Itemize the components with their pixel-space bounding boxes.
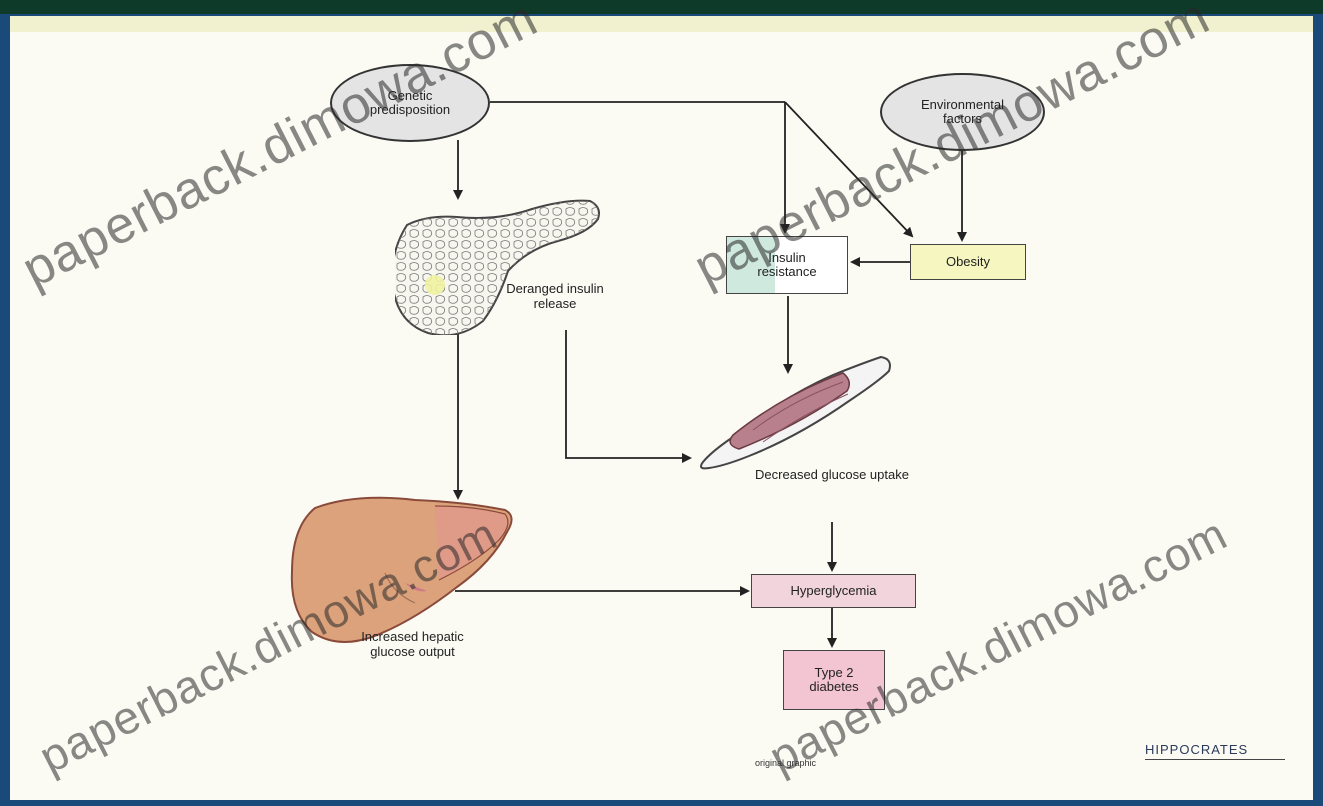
publisher-logo-text: HIPPOCRATES xyxy=(1145,742,1295,757)
pancreas-illustration xyxy=(395,195,610,335)
arrow-insulin-release-to-muscle xyxy=(566,330,690,458)
obesity-node: Obesity xyxy=(910,244,1026,280)
muscle-illustration xyxy=(693,350,893,475)
deranged-insulin-release-label: Deranged insulin release xyxy=(490,282,620,312)
decreased-glucose-uptake-label: Decreased glucose uptake xyxy=(742,468,922,483)
increased-hepatic-glucose-output-label: Increased hepatic glucose output xyxy=(340,630,485,660)
publisher-logo: HIPPOCRATES xyxy=(1145,742,1295,772)
hyperglycemia-node: Hyperglycemia xyxy=(751,574,916,608)
